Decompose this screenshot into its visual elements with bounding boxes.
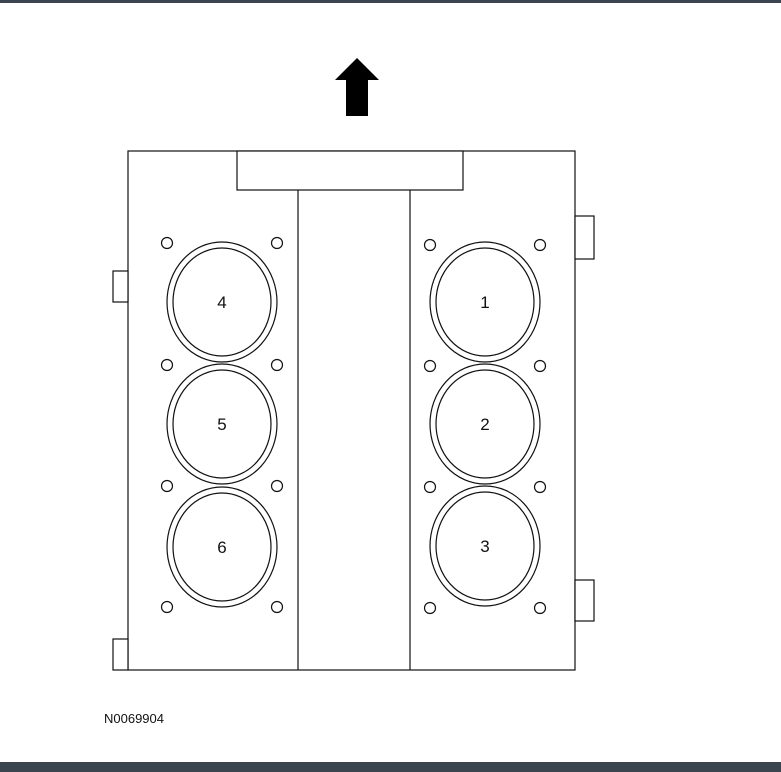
head-bolt bbox=[533, 238, 547, 252]
head-bolt bbox=[270, 236, 284, 250]
front-cover-tab bbox=[236, 150, 464, 191]
head-bolt bbox=[423, 238, 437, 252]
bottom-frame-bar bbox=[0, 762, 781, 772]
left-bank-head-bolts bbox=[160, 236, 284, 614]
head-bolt bbox=[533, 601, 547, 615]
cylinder-label-4: 4 bbox=[217, 293, 226, 312]
figure-id: N0069904 bbox=[104, 711, 164, 726]
cylinder-label-3: 3 bbox=[480, 537, 489, 556]
right-mount-tab-lower bbox=[574, 579, 595, 622]
cylinder-2 bbox=[429, 363, 541, 485]
top-frame-bar bbox=[0, 0, 781, 3]
cylinder-3 bbox=[429, 485, 541, 607]
head-bolt bbox=[533, 480, 547, 494]
cylinder-4 bbox=[166, 241, 278, 363]
cylinder-label-5: 5 bbox=[217, 415, 226, 434]
up-arrow-icon bbox=[335, 58, 379, 116]
head-bolt bbox=[270, 479, 284, 493]
cylinder-6 bbox=[166, 486, 278, 608]
cylinder-1 bbox=[429, 241, 541, 363]
cylinder-label-6: 6 bbox=[217, 538, 226, 557]
head-bolt bbox=[160, 600, 174, 614]
head-bolt bbox=[533, 359, 547, 373]
head-bolt bbox=[270, 600, 284, 614]
left-mount-tab-lower bbox=[112, 638, 129, 671]
left-mount-tab-upper bbox=[112, 270, 129, 303]
head-bolt bbox=[423, 359, 437, 373]
cylinder-label-2: 2 bbox=[480, 415, 489, 434]
cylinder-label-1: 1 bbox=[480, 293, 489, 312]
head-bolt bbox=[270, 358, 284, 372]
head-bolt bbox=[423, 601, 437, 615]
right-mount-tab-upper bbox=[574, 215, 595, 260]
head-bolt bbox=[160, 358, 174, 372]
head-bolt bbox=[160, 479, 174, 493]
head-bolt bbox=[423, 480, 437, 494]
right-bank-head-bolts bbox=[423, 238, 547, 615]
right-bank-cylinders bbox=[429, 241, 541, 607]
left-bank-cylinders bbox=[166, 241, 278, 608]
cylinder-5 bbox=[166, 363, 278, 485]
head-bolt bbox=[160, 236, 174, 250]
